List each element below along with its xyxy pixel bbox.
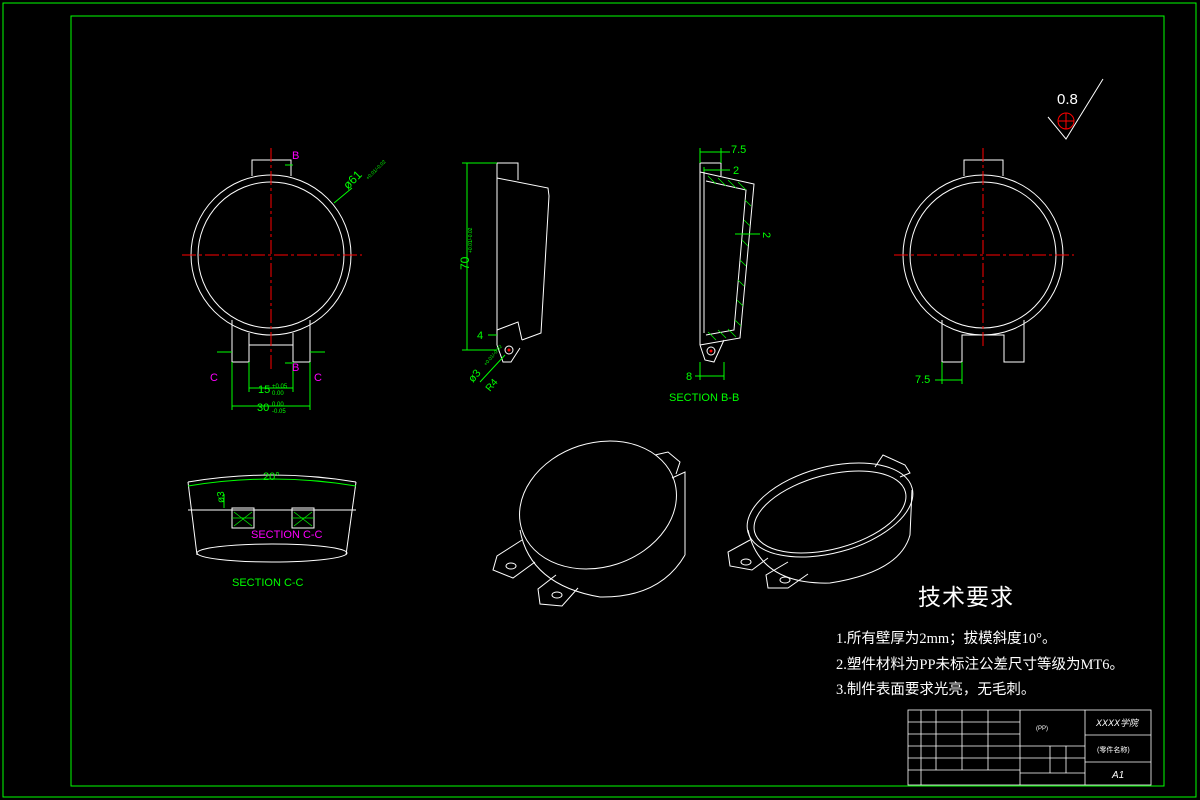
tech-requirements-title: 技术要求 — [918, 585, 1014, 610]
front-dimensions — [217, 164, 353, 410]
dim-15-tol-dn: 0.00 — [272, 391, 284, 397]
cc-hole: ø3 — [216, 491, 227, 503]
tech-requirement-2: 2.塑件材料为PP未标注公差尺寸等级为MT6。 — [836, 657, 1125, 673]
roughness-symbol — [1047, 78, 1104, 140]
side-hole-dia: ø3 — [466, 367, 483, 385]
section-bb-label: SECTION B-B — [669, 392, 739, 404]
tb-school: XXXX学院 — [1095, 718, 1140, 728]
cut-b-top: B — [292, 150, 299, 162]
side-view — [496, 162, 550, 363]
tb-material: (PP) — [1036, 726, 1048, 732]
section-cc-label: SECTION C-C — [232, 577, 304, 589]
bb-wall: 2 — [760, 232, 772, 238]
cut-c-right: C — [314, 372, 322, 384]
dim-15-tol-up: +0.05 — [272, 384, 288, 390]
iso-view-closed — [492, 440, 686, 607]
tb-drawing-name: (零件名称) — [1097, 745, 1130, 754]
roughness-value: 0.8 — [1057, 91, 1078, 108]
section-cc-hatch — [232, 511, 314, 527]
tech-requirement-3: 3.制件表面要求光亮，无毛刺。 — [836, 682, 1036, 698]
cut-c-left: C — [210, 372, 218, 384]
section-bb-dimensions — [695, 148, 760, 380]
tb-sheet-size: A1 — [1111, 770, 1124, 781]
dim-30-tol-up: 0.00 — [272, 402, 284, 408]
title-block — [907, 709, 1152, 786]
side-height: 70 — [458, 256, 472, 270]
cut-b-bottom: B — [292, 362, 299, 374]
side-dimensions — [462, 162, 506, 383]
front-dia-tol: +0.01/-0.02 — [365, 159, 387, 181]
cc-label-overlay: SECTION C-C — [251, 529, 323, 541]
bb-dim-2: 2 — [733, 165, 739, 177]
dim-15: 15 — [258, 384, 270, 396]
side-dim-4: 4 — [477, 330, 483, 342]
side-radius: R4 — [484, 377, 501, 394]
dim-30-tol-dn: -0.05 — [272, 409, 286, 415]
front-dia-label: ø61 — [340, 167, 365, 192]
bb-hole-center — [709, 349, 713, 353]
iso-view-open — [727, 454, 914, 589]
section-bb-hatch — [707, 175, 752, 341]
tech-requirement-1: 1.所有壁厚为2mm；拔模斜度10°。 — [836, 631, 1057, 647]
bb-dim-8: 8 — [686, 371, 692, 383]
section-cc-dimensions — [187, 478, 357, 508]
front-centerlines — [182, 148, 362, 370]
rear-dim-7-5: 7.5 — [915, 374, 930, 386]
dim-30: 30 — [257, 402, 269, 414]
bb-dim-7-5: 7.5 — [731, 144, 746, 156]
section-cc-view — [187, 474, 357, 563]
side-height-tol: +0.01/-0.02 — [468, 227, 474, 253]
rear-dimensions — [935, 362, 963, 384]
rear-centerlines — [894, 148, 1074, 348]
inner-frame — [70, 15, 1165, 787]
cc-angle: 20° — [263, 471, 280, 483]
side-hole-center — [507, 348, 511, 352]
